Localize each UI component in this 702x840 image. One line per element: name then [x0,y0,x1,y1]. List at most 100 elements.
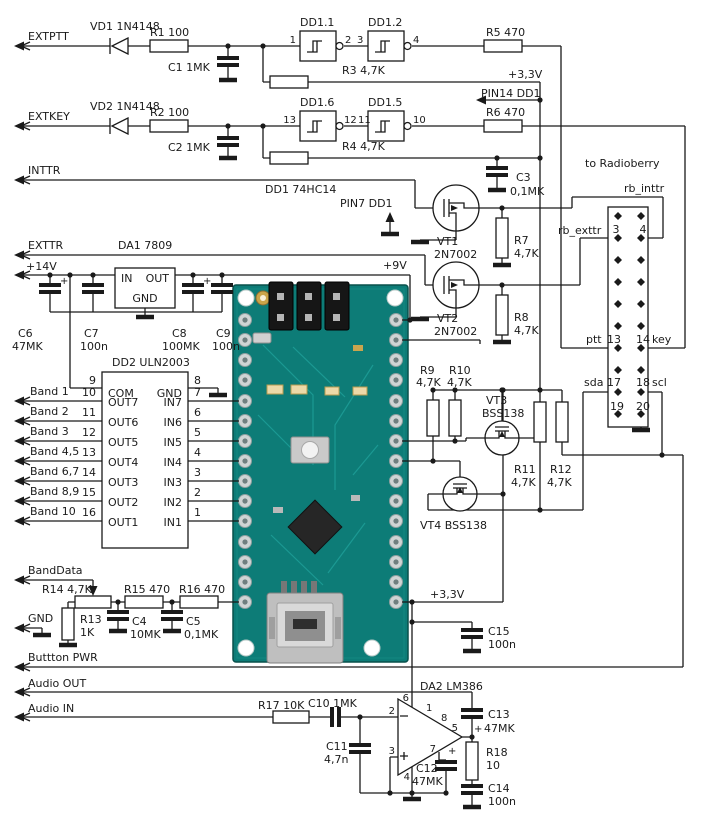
uln-pin-15: 15 [82,486,96,499]
mounting-hole [237,289,255,307]
uln-out5: OUT5 [108,436,138,449]
uln-com: COM [108,387,134,400]
label-exttr: EXTTR [28,239,64,252]
label-r17: R17 10K [258,699,305,712]
label-vt4: VT4 BSS138 [420,519,487,532]
mounting-hole [363,639,381,657]
label-c15: C15 [488,625,510,638]
uln-pin-8: 8 [194,374,201,387]
uln-pin-2: 2 [194,486,201,499]
mcu-chip [287,499,343,555]
label-c8: C8 [172,327,187,340]
label-r12: R12 [550,463,572,476]
label-v14: +14V [26,260,57,273]
label-r16: R16 470 [179,583,225,596]
mounting-hole [386,289,404,307]
label-dd2: DD2 ULN2003 [112,356,190,369]
label-c14-value: 100n [488,795,516,808]
label-r11-value: 4,7K [511,476,536,489]
label-button-pwr: Buttton PWR [28,651,98,664]
label-r4: R4 4,7K [342,140,386,153]
label-rb-exttr: rb_exttr [558,224,602,237]
pin-4: 4 [413,35,419,46]
label-c6-value: 47MK [12,340,43,353]
rb-pin-17: 17 [607,376,621,389]
opamp-pin-2: 2 [389,706,395,717]
rb-pin-3: 3 [613,223,620,236]
label-c11-value: 4,7n [324,753,348,766]
label-key: key [652,333,672,346]
label-sda: sda [584,376,603,389]
diode-vd2 [109,116,129,136]
capacitor-plates [39,56,508,795]
label-c4-value: 10MK [130,628,161,641]
uln-out3: OUT3 [108,476,138,489]
uln-pin-5: 5 [194,426,201,439]
label-inttr: INTTR [28,164,61,177]
label-da1: DA1 7809 [118,239,172,252]
uln-out1: OUT1 [108,516,138,529]
regulator-7809-box [114,267,176,309]
label-c6: C6 [18,327,33,340]
label-r1: R1 100 [150,26,189,39]
label-c1: C1 1MK [168,61,211,74]
labels: EXTPTT VD1 1N4148 R1 100 C1 1MK DD1.1 DD… [12,16,672,808]
opamp-lm386 [397,697,464,777]
label-audio-out: Audio OUT [28,677,86,690]
reg-gnd: GND [132,292,157,305]
label-vt1-type: 2N7002 [434,248,477,261]
label-band-2: Band 2 [30,405,69,418]
opamp-pin-8: 8 [441,713,447,724]
label-r18: R18 [486,746,508,759]
uln-pin-7: 7 [194,386,201,399]
label-r18-value: 10 [486,759,500,772]
label-c3-value: 0,1MK [510,185,545,198]
label-c9-value: 100n [212,340,240,353]
uln-pin-10: 10 [82,386,96,399]
mosfet-vt2 [432,261,480,309]
opamp-pin-4: 4 [404,772,410,783]
label-dd1-1: DD1.1 [300,16,334,29]
label-banddata: BandData [28,564,83,577]
label-r9: R9 [420,364,435,377]
smd-part [273,507,283,513]
label-extkey: EXTKEY [28,110,70,123]
label-extptt: EXTPTT [28,30,69,43]
uln-pin-11: 11 [82,406,96,419]
mosfet-vt4 [442,476,478,512]
opamp-pin-3: 3 [389,746,395,757]
mini-usb-connector [266,581,344,664]
uln-out7: OUT7 [108,396,138,409]
label-scl: scl [652,376,667,389]
reset-button [290,436,330,464]
label-c5: C5 [186,615,201,628]
c8-plus: + [203,276,211,287]
label-pin14-dd1: PIN14 DD1 [481,87,541,100]
junction-dots [47,43,665,796]
pin-pads [238,313,403,609]
uln-pin-4: 4 [194,446,201,459]
c13-plus: + [474,724,482,735]
rb-pin-13: 13 [607,333,621,346]
pin-10: 10 [413,115,426,126]
label-c10: C10 1MK [308,697,358,710]
uln-in1: IN1 [164,516,182,529]
label-c12: C12 [416,762,438,775]
label-c11: C11 [326,740,348,753]
label-band-89: Band 8,9 [30,485,79,498]
uln-pin-1: 1 [194,506,201,519]
gold-pad-hole [260,295,266,301]
signal-arrows [14,41,486,722]
label-c13-value: 47MK [484,722,515,735]
uln-in5: IN5 [164,436,182,449]
label-r11: R11 [514,463,536,476]
label-r7-value: 4,7K [514,247,539,260]
pin-3: 3 [357,35,363,46]
label-r3: R3 4,7K [342,64,386,77]
pin-11: 11 [358,115,371,126]
uln-out4: OUT4 [108,456,138,469]
uln-pin-6: 6 [194,406,201,419]
uln-in2: IN2 [164,496,182,509]
uln-in6: IN6 [164,416,182,429]
label-band-10: Band 10 [30,505,76,518]
